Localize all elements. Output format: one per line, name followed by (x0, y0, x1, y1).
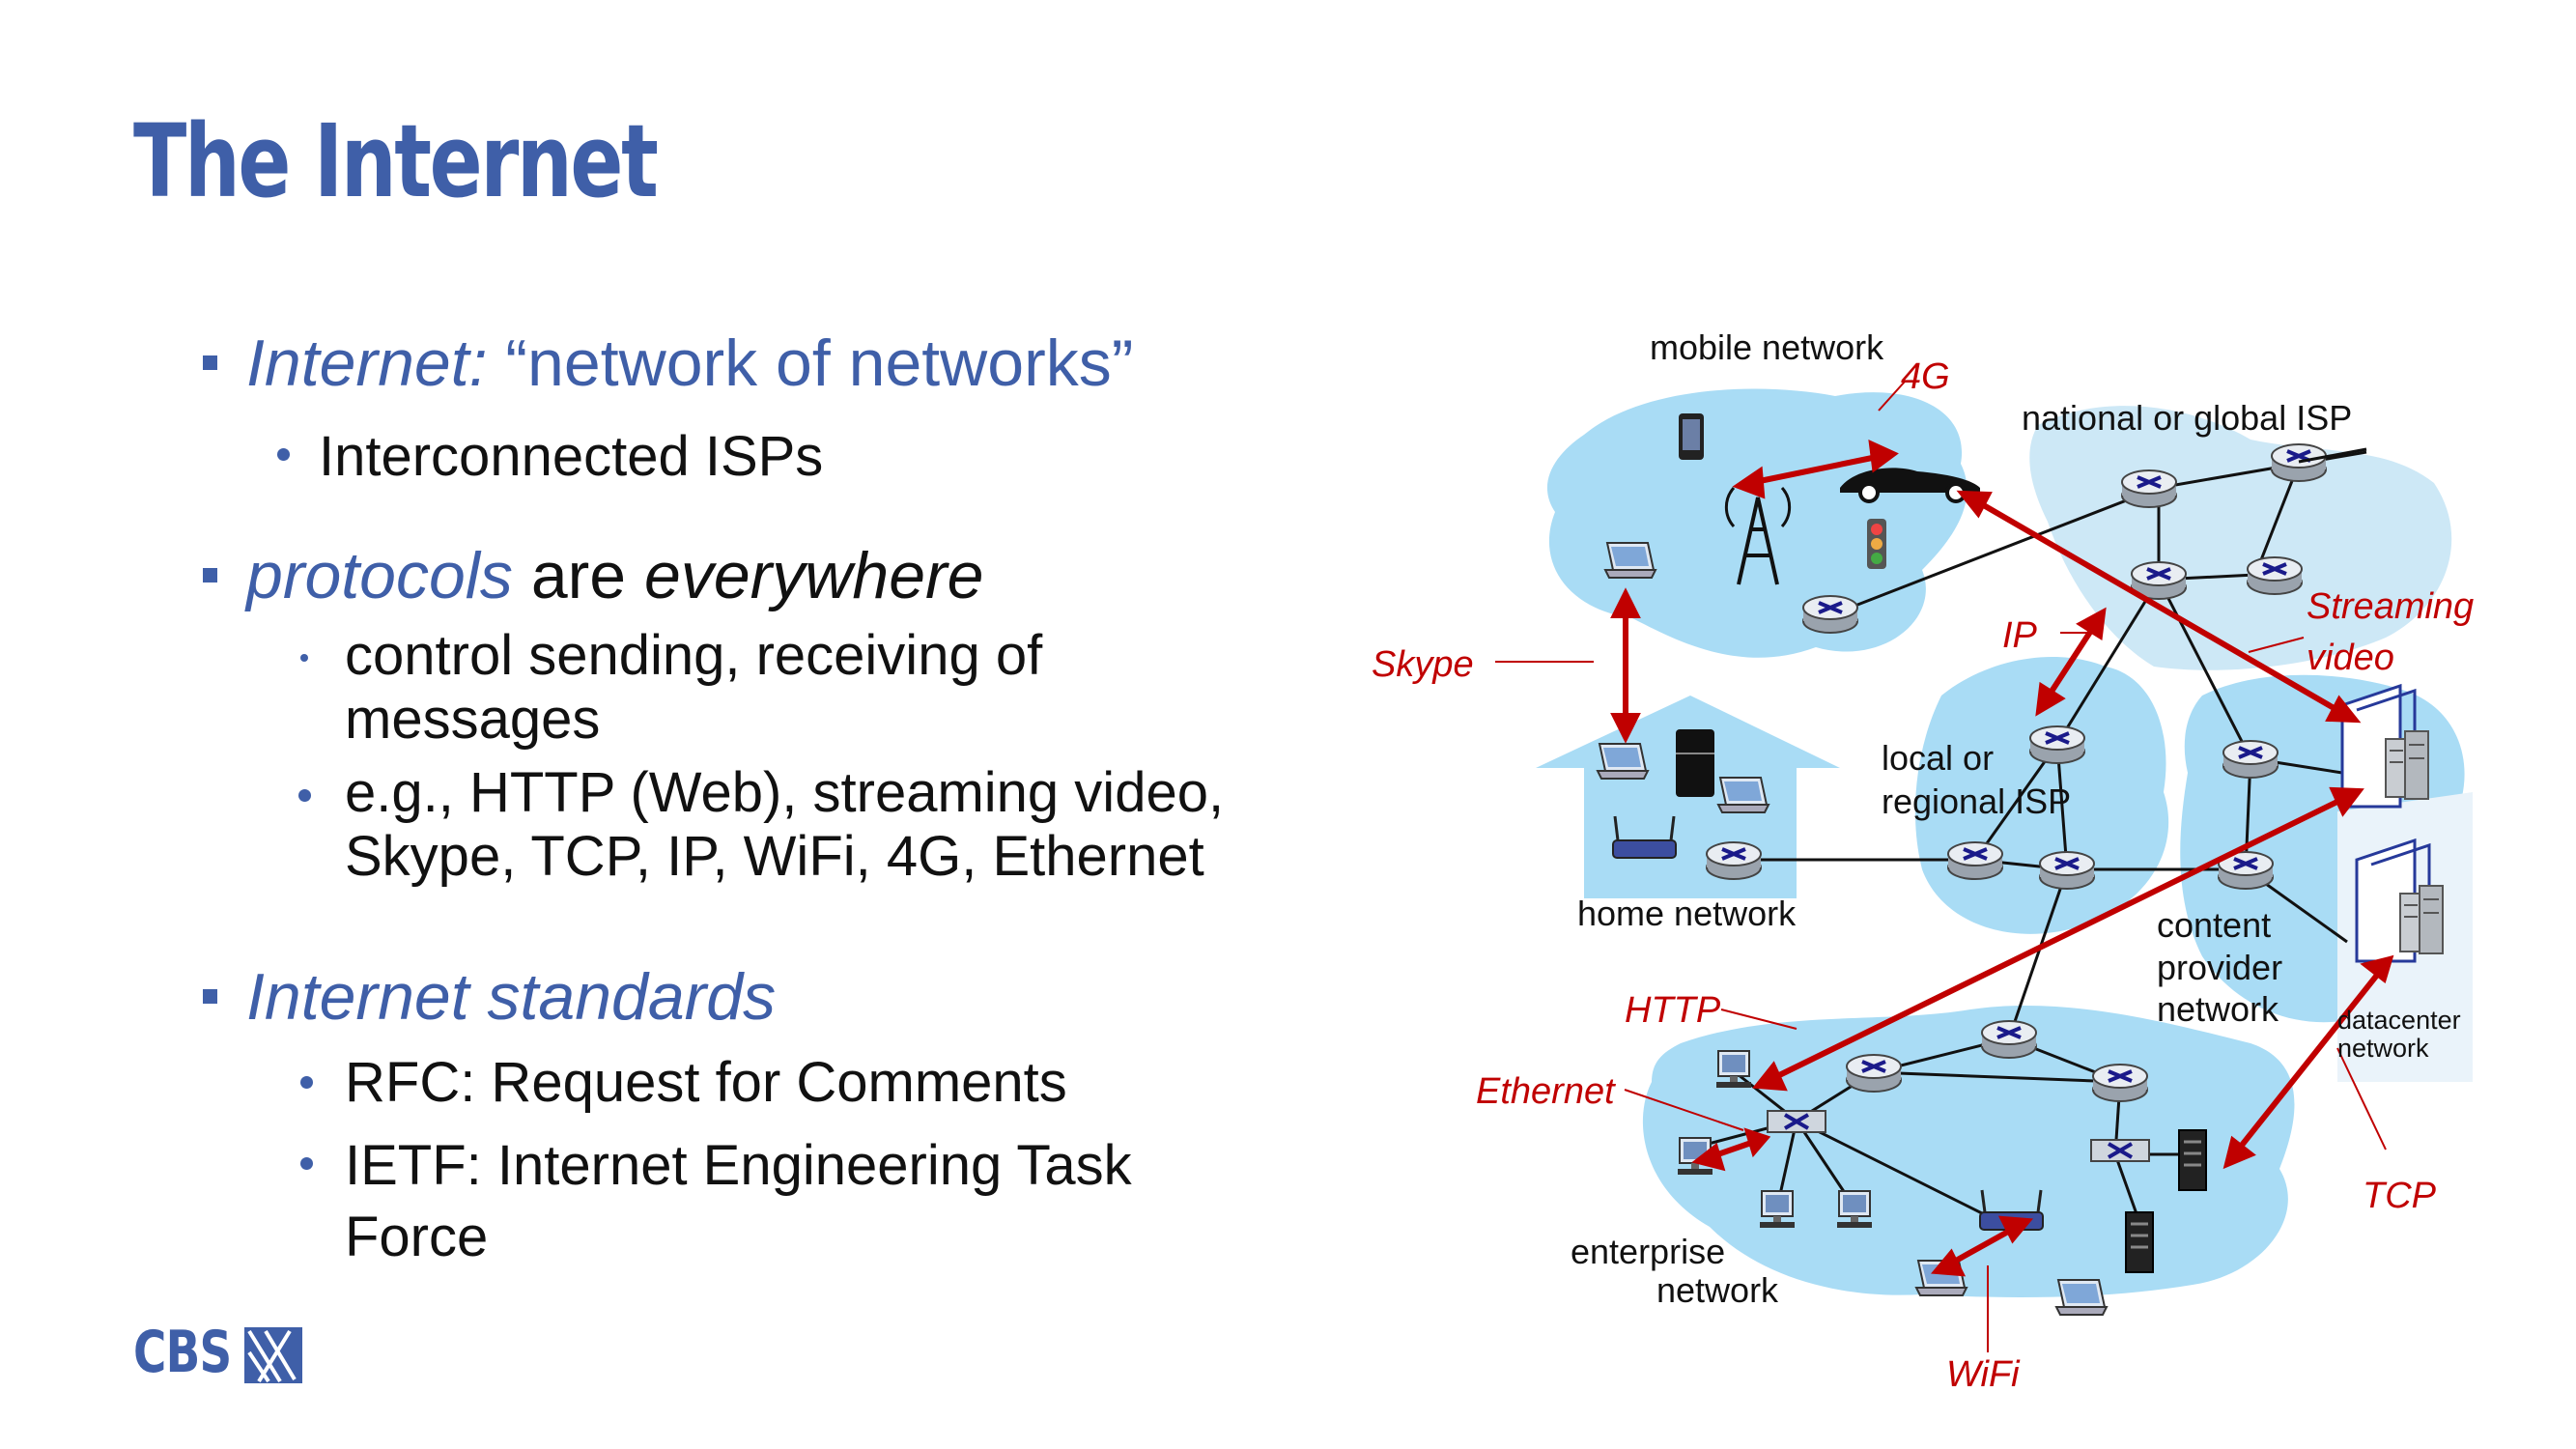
bullet-protocols-end: everywhere (644, 539, 984, 612)
bullet-internet-italic: Internet: (246, 327, 488, 400)
label-streaming-1: Streaming (2307, 586, 2474, 627)
wifi-router-icon (1612, 815, 1677, 859)
national-isp-link-line (2298, 447, 2367, 464)
label-ip: IP (2002, 615, 2038, 656)
bullet-dot (298, 789, 311, 802)
bullet-standards: Internet standards (246, 960, 777, 1034)
bullet-square (203, 355, 217, 370)
sub-bullet-control-1: control sending, receiving of (345, 624, 1043, 687)
bullet-protocols-mid: are (530, 539, 627, 612)
enterprise-laptop-icon (2055, 1279, 2108, 1316)
label-national-isp: national or global ISP (2022, 398, 2352, 438)
enterprise-pc-icon (1759, 1190, 1796, 1229)
traffic-light-icon (1867, 519, 1886, 569)
sub-bullet-isps: Interconnected ISPs (319, 425, 824, 488)
bullet-internet-rest: “network of networks” (505, 327, 1134, 400)
label-streaming-2: video (2307, 638, 2394, 678)
home-laptop-icon (1597, 743, 1649, 780)
protocol-arrows (1610, 440, 2394, 1277)
label-4g: 4G (1901, 356, 1950, 397)
cell-tower-icon (1724, 487, 1792, 585)
bullet-protocols-italic: protocols (246, 539, 513, 612)
label-datacenter-1: datacenter (2337, 1006, 2461, 1035)
bullet-dot (300, 654, 308, 662)
datacenter-icon (2355, 838, 2445, 963)
label-content-1: content (2157, 905, 2271, 945)
label-enterprise-1: enterprise (1571, 1232, 1725, 1271)
label-content-2: provider (2157, 948, 2282, 987)
bullet-protocols: protocols are everywhere (246, 543, 984, 609)
bullet-dot (300, 1076, 313, 1089)
label-enterprise-2: network (1656, 1270, 1779, 1310)
sub-bullet-eg-1: e.g., HTTP (Web), streaming video, (345, 761, 1225, 824)
bullet-square (203, 989, 217, 1004)
bullet-square (203, 568, 217, 582)
label-home-network: home network (1577, 894, 1797, 933)
sub-bullet-control-2: messages (345, 688, 601, 751)
label-datacenter-2: network (2337, 1034, 2429, 1063)
sub-bullet-ietf-2: Force (345, 1206, 489, 1268)
smartphone-icon (1679, 413, 1704, 460)
sub-bullet-rfc: RFC: Request for Comments (345, 1051, 1067, 1114)
enterprise-pc-icon (1836, 1190, 1873, 1229)
label-tcp: TCP (2363, 1176, 2437, 1216)
bullet-internet: Internet: “network of networks” (246, 330, 1133, 396)
label-http: HTTP (1625, 990, 1721, 1031)
mobile-network-cloud (1546, 388, 1967, 658)
label-content-3: network (2157, 989, 2279, 1029)
server-icon (2124, 1210, 2155, 1274)
label-skype: Skype (1372, 644, 1474, 685)
slide-title: The Internet (133, 102, 659, 220)
bullet-dot (277, 448, 290, 461)
car-icon (1840, 468, 1980, 503)
label-local-isp-2: regional ISP (1882, 781, 2071, 821)
server-icon (2177, 1128, 2208, 1192)
label-leader-lines (1495, 381, 2387, 1352)
label-mobile-network: mobile network (1650, 327, 1884, 367)
enterprise-pc-icon (1715, 1050, 1752, 1089)
cbs-logo-icon (244, 1327, 302, 1383)
sub-bullet-eg-2: Skype, TCP, IP, WiFi, 4G, Ethernet (345, 825, 1204, 888)
cbs-logo-text: CBS (133, 1319, 232, 1386)
laptop-icon (1604, 542, 1656, 579)
bullet-dot (300, 1157, 313, 1170)
label-ethernet: Ethernet (1476, 1071, 1616, 1112)
label-local-isp-1: local or (1882, 738, 1994, 778)
fridge-icon (1676, 729, 1714, 797)
home-pc-icon (1717, 777, 1769, 813)
sub-bullet-ietf-1: IETF: Internet Engineering Task (345, 1134, 1132, 1197)
label-wifi: WiFi (1946, 1354, 2021, 1395)
